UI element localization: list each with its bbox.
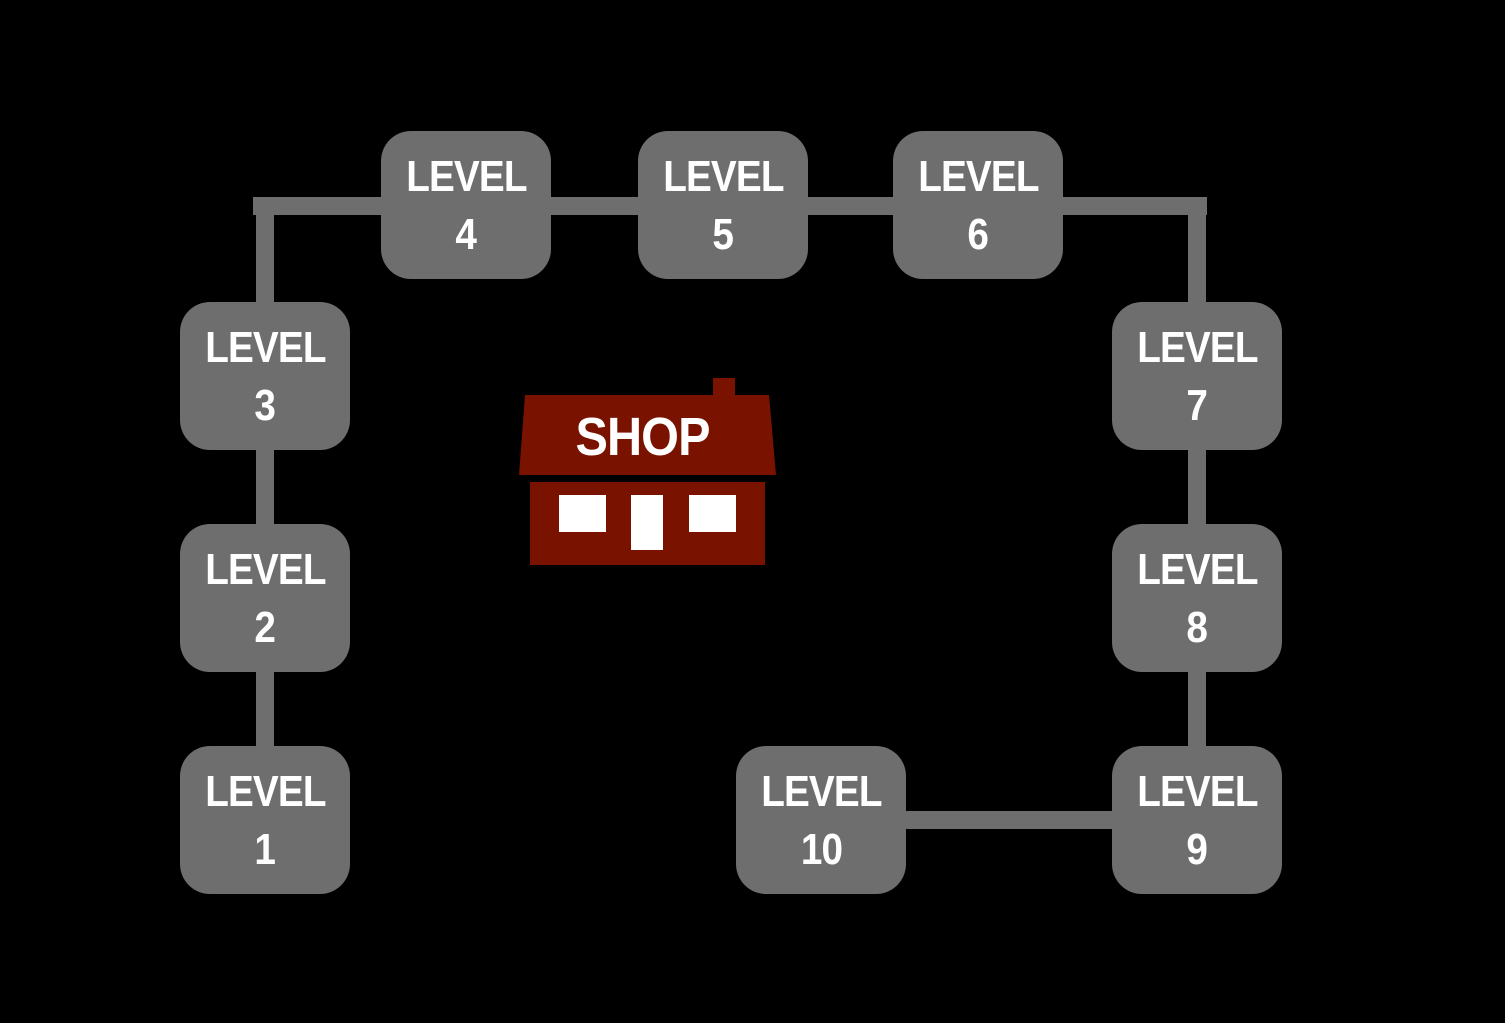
shop-house-icon: [519, 378, 776, 565]
level-4-button[interactable]: LEVEL 4: [381, 131, 551, 279]
level-4-number: 4: [455, 210, 478, 259]
path-level8-level9: [1188, 660, 1206, 760]
level-7-number: 7: [1186, 381, 1209, 430]
level-8-number: 8: [1186, 603, 1209, 652]
level-3-button[interactable]: LEVEL 3: [180, 302, 350, 450]
shop-label: SHOP: [575, 407, 711, 467]
path-level9-level10: [895, 811, 1120, 829]
level-10-word: LEVEL: [760, 767, 882, 816]
path-level2-level3: [256, 440, 274, 540]
level-3-number: 3: [254, 381, 277, 430]
level-8-word: LEVEL: [1136, 545, 1258, 594]
level-1-word: LEVEL: [204, 767, 326, 816]
level-2-button[interactable]: LEVEL 2: [180, 524, 350, 672]
level-2-number: 2: [254, 603, 277, 652]
path-level7-level8: [1188, 440, 1206, 540]
level-8-button[interactable]: LEVEL 8: [1112, 524, 1282, 672]
level-5-number: 5: [712, 210, 735, 259]
path-level1-level2: [256, 660, 274, 760]
level-1-button[interactable]: LEVEL 1: [180, 746, 350, 894]
path-level3-corner: [256, 197, 274, 317]
level-9-word: LEVEL: [1136, 767, 1258, 816]
level-10-button[interactable]: LEVEL 10: [736, 746, 906, 894]
path-corner-level7: [1188, 197, 1206, 317]
shop-button[interactable]: SHOP: [517, 378, 779, 568]
level-9-button[interactable]: LEVEL 9: [1112, 746, 1282, 894]
level-7-word: LEVEL: [1136, 323, 1258, 372]
level-7-button[interactable]: LEVEL 7: [1112, 302, 1282, 450]
level-4-word: LEVEL: [405, 152, 527, 201]
level-10-number: 10: [800, 825, 842, 874]
level-6-button[interactable]: LEVEL 6: [893, 131, 1063, 279]
level-5-word: LEVEL: [662, 152, 784, 201]
level-6-word: LEVEL: [917, 152, 1039, 201]
level-2-word: LEVEL: [204, 545, 326, 594]
level-3-word: LEVEL: [204, 323, 326, 372]
level-9-number: 9: [1186, 825, 1209, 874]
level-5-button[interactable]: LEVEL 5: [638, 131, 808, 279]
level-1-number: 1: [254, 825, 277, 874]
level-6-number: 6: [967, 210, 990, 259]
